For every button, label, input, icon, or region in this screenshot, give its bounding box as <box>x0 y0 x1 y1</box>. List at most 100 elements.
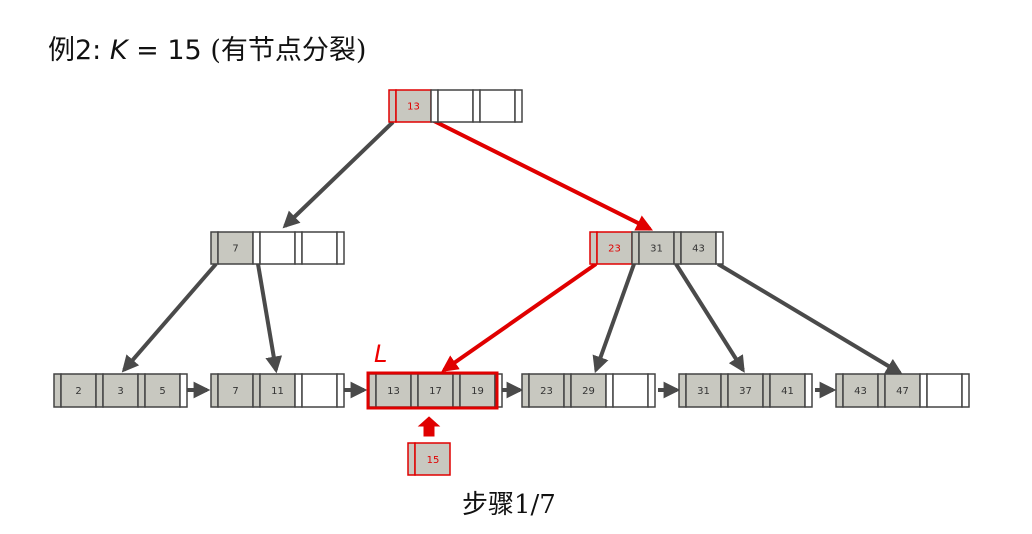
slide-title: 例2: K = 15 (有节点分裂) <box>48 28 366 67</box>
leaf-4-node: 23 29 <box>521 373 656 408</box>
edge-internal-right-to-leaf-6 <box>716 262 903 375</box>
leaf-6-key-cell <box>842 373 879 408</box>
internal-right-key-cell <box>638 231 675 265</box>
insert-key-node: 15 <box>407 442 451 476</box>
leaf-4-key-label: 23 <box>540 386 553 397</box>
leaf-1-pointer-slot <box>53 373 62 408</box>
leaf-3-key-label: 19 <box>471 386 484 397</box>
root-pointer-slot <box>388 89 397 123</box>
leaf-4-key-cell <box>570 373 607 408</box>
leaf-2-last-pointer-slot <box>336 373 345 408</box>
internal-left-node: 7 <box>210 231 345 265</box>
leaf-6-node: 43 47 <box>835 373 970 408</box>
leaf-6-pointer-slot <box>877 373 886 408</box>
leaf-3-pointer-slot <box>368 373 377 408</box>
leaf-3-key-label: 17 <box>429 386 442 397</box>
edge-root-to-internal-left <box>282 120 395 229</box>
root-node: 13 <box>388 89 523 123</box>
title-description: (有节点分裂) <box>210 35 367 66</box>
root-key-label: 13 <box>407 102 420 113</box>
internal-right-key-label: 43 <box>692 244 705 255</box>
internal-right-key-label: 23 <box>608 244 621 255</box>
internal-left-last-pointer-slot <box>336 231 345 265</box>
internal-right-last-pointer-slot <box>715 231 724 265</box>
internal-left-pointer-slot <box>210 231 219 265</box>
leaf-6-pointer-slot <box>835 373 844 408</box>
leaf-6-key-cell <box>884 373 921 408</box>
leaf-2-pointer-slot <box>210 373 219 408</box>
leaf-1-key-cell <box>144 373 181 408</box>
leaf-6-last-pointer-slot <box>961 373 970 408</box>
leaf-3-key-cell <box>459 373 496 408</box>
leaf-5-key-label: 31 <box>697 386 710 397</box>
root-pointer-slot <box>430 89 439 123</box>
leaf-4-pointer-slot <box>605 373 614 408</box>
leaf-5-key-label: 37 <box>739 386 752 397</box>
root-pointer-slot <box>472 89 481 123</box>
leaf-1-key-label: 3 <box>117 386 123 397</box>
insert-pointer-slot <box>407 442 416 476</box>
insert-up-arrow <box>417 416 441 437</box>
leaf-5-key-cell <box>685 373 722 408</box>
internal-right-node: 23 31 43 <box>589 231 724 265</box>
title-prefix: 例2: <box>48 35 102 66</box>
root-key-cell <box>479 89 516 123</box>
leaf-6-key-label: 47 <box>896 386 909 397</box>
leaf-4-key-label: 29 <box>582 386 595 397</box>
leaf-1-last-pointer-slot <box>179 373 188 408</box>
leaf-2-key-label: 11 <box>271 386 284 397</box>
internal-left-key-label: 7 <box>232 244 238 255</box>
leaf-3-pointer-slot <box>452 373 461 408</box>
edge-internal-left-to-leaf-2 <box>256 263 283 374</box>
leaf-5-pointer-slot <box>720 373 729 408</box>
internal-left-pointer-slot <box>252 231 261 265</box>
leaf-1-key-label: 2 <box>75 386 81 397</box>
root-last-pointer-slot <box>514 89 523 123</box>
leaf-2-pointer-slot <box>252 373 261 408</box>
leaf-5-pointer-slot <box>762 373 771 408</box>
internal-left-key-cell <box>301 231 338 265</box>
leaf-4-last-pointer-slot <box>647 373 656 408</box>
leaf-5-pointer-slot <box>678 373 687 408</box>
step-indicator: 步骤1/7 <box>462 490 556 520</box>
leaf-2-pointer-slot <box>294 373 303 408</box>
leaf-5-key-cell <box>727 373 764 408</box>
leaf-1-node: 2 3 5 <box>53 373 188 408</box>
internal-right-pointer-slot <box>631 231 640 265</box>
search-path <box>433 119 654 372</box>
internal-right-pointer-slot <box>673 231 682 265</box>
leaf-2-node: 7 11 <box>210 373 345 408</box>
internal-right-key-cell <box>596 231 633 265</box>
leaf-6-key-cell <box>926 373 963 408</box>
leaf-2-key-cell <box>259 373 296 408</box>
leaf-4-key-cell <box>612 373 649 408</box>
leaf-2-key-cell <box>301 373 338 408</box>
leaf-6-key-label: 43 <box>854 386 867 397</box>
internal-left-key-cell <box>217 231 254 265</box>
internal-right-pointer-slot <box>589 231 598 265</box>
leaf-1-key-cell <box>102 373 139 408</box>
leaf-1-key-label: 5 <box>159 386 165 397</box>
leaf-2-key-label: 7 <box>232 386 238 397</box>
leaf-4-pointer-slot <box>563 373 572 408</box>
internal-right-key-label: 31 <box>650 244 663 255</box>
title-k-variable: K <box>109 35 128 66</box>
internal-left-key-cell <box>259 231 296 265</box>
edge-internal-right-to-leaf-4 <box>592 263 636 374</box>
edge-internal-right-to-leaf-3 <box>441 262 598 372</box>
leaf-6-pointer-slot <box>919 373 928 408</box>
insert-key-cell <box>414 442 451 476</box>
edge-internal-left-to-leaf-1 <box>121 262 218 373</box>
leaf-3-pointer-slot <box>410 373 419 408</box>
root-key-cell <box>437 89 474 123</box>
leaf-label-L: L <box>374 340 388 368</box>
edge-root-to-internal-right <box>433 119 654 231</box>
leaf-4-pointer-slot <box>521 373 530 408</box>
leaf-1-pointer-slot <box>95 373 104 408</box>
leaf-5-key-cell <box>769 373 806 408</box>
leaf-2-key-cell <box>217 373 254 408</box>
